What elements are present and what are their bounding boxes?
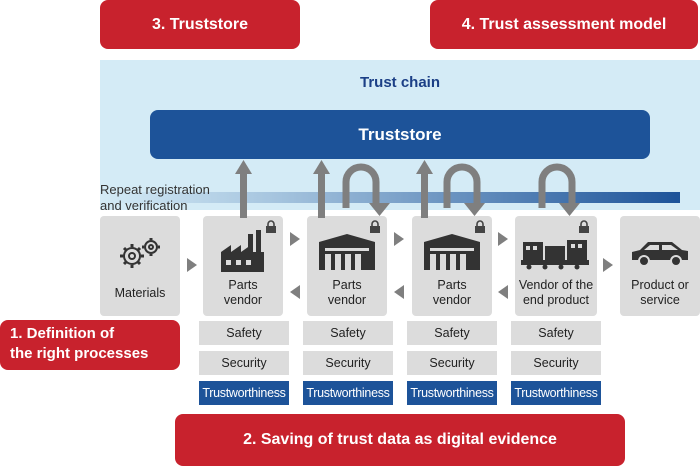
safety-tag: Safety — [199, 321, 289, 345]
trustworthiness-tag: Trustworthiness — [407, 381, 497, 405]
safety-tag: Safety — [303, 321, 393, 345]
flow-arrow-right — [394, 232, 404, 246]
repeat-registration-text: Repeat registration and verification — [100, 182, 210, 214]
warehouse-icon — [424, 234, 480, 270]
definition-line-1: 1. Definition of — [10, 325, 115, 342]
trust-assessment-model-heading: 4. Trust assessment model — [461, 15, 667, 33]
node-product-or-service: Product or service — [620, 216, 700, 316]
node-parts-vendor-1: Parts vendor — [203, 216, 283, 316]
node-label-line-1: Parts — [437, 278, 467, 292]
safety-tag: Safety — [407, 321, 497, 345]
lock-icon — [266, 220, 276, 233]
trust-chain-title: Trust chain — [359, 74, 441, 91]
node-end-product-vendor: Vendor of the end product — [515, 216, 597, 316]
gears-icon — [120, 238, 160, 268]
truststore-bar: Truststore — [150, 110, 650, 159]
node-label: Materials — [114, 286, 166, 300]
repeat-line-2: and verification — [100, 198, 188, 213]
production-line-icon — [521, 240, 589, 270]
node-label-line-2: service — [640, 293, 680, 307]
node-label-line-1: Product or — [631, 278, 689, 292]
verification-arrows — [342, 163, 576, 208]
saving-label: 2. Saving of trust data as digital evide… — [243, 431, 557, 448]
node-label-line-1: Parts — [332, 278, 362, 292]
saving-box: 2. Saving of trust data as digital evide… — [175, 414, 625, 466]
truststore-heading-box: 3. Truststore — [100, 0, 300, 49]
safety-tag: Safety — [511, 321, 601, 345]
truststore-bar-label: Truststore — [358, 124, 442, 144]
car-icon — [632, 242, 688, 267]
flow-arrow-right — [498, 232, 508, 246]
trustworthiness-tag: Trustworthiness — [199, 381, 289, 405]
node-materials: Materials — [100, 216, 180, 316]
security-tag: Security — [199, 351, 289, 375]
factory-icon — [221, 230, 264, 272]
lock-icon — [579, 220, 589, 233]
trustworthiness-tag: Trustworthiness — [303, 381, 393, 405]
node-label-line-1: Vendor of the — [518, 278, 594, 292]
flow-arrow-right — [603, 258, 613, 272]
node-label-line-1: Parts — [228, 278, 258, 292]
lock-icon — [475, 220, 485, 233]
flow-arrow-left — [290, 285, 300, 299]
flow-arrow-left — [394, 285, 404, 299]
trust-assessment-model-box: 4. Trust assessment model — [430, 0, 698, 49]
security-tag: Security — [407, 351, 497, 375]
security-tag: Security — [303, 351, 393, 375]
node-label-line-2: vendor — [327, 293, 367, 307]
node-label-line-2: vendor — [223, 293, 263, 307]
truststore-heading: 3. Truststore — [151, 15, 249, 33]
repeat-line-1: Repeat registration — [100, 182, 210, 197]
security-tag: Security — [511, 351, 601, 375]
node-label-line-2: vendor — [432, 293, 472, 307]
node-label-line-2: end product — [522, 293, 590, 307]
flow-arrow-right — [187, 258, 197, 272]
attributes-column: Safety Security Trustworthiness — [199, 321, 289, 405]
node-parts-vendor-3: Parts vendor — [412, 216, 492, 316]
registration-arrows — [235, 160, 433, 218]
attributes-column: Safety Security Trustworthiness — [407, 321, 497, 405]
node-parts-vendor-2: Parts vendor — [307, 216, 387, 316]
warehouse-icon — [319, 234, 375, 270]
lock-icon — [370, 220, 380, 233]
verification-band — [100, 192, 680, 203]
flow-arrow-right — [290, 232, 300, 246]
attributes-column: Safety Security Trustworthiness — [303, 321, 393, 405]
trustworthiness-tag: Trustworthiness — [511, 381, 601, 405]
definition-box: 1. Definition of the right processes — [0, 320, 180, 370]
flow-arrow-left — [498, 285, 508, 299]
attributes-column: Safety Security Trustworthiness — [511, 321, 601, 405]
definition-line-2: the right processes — [10, 345, 149, 362]
